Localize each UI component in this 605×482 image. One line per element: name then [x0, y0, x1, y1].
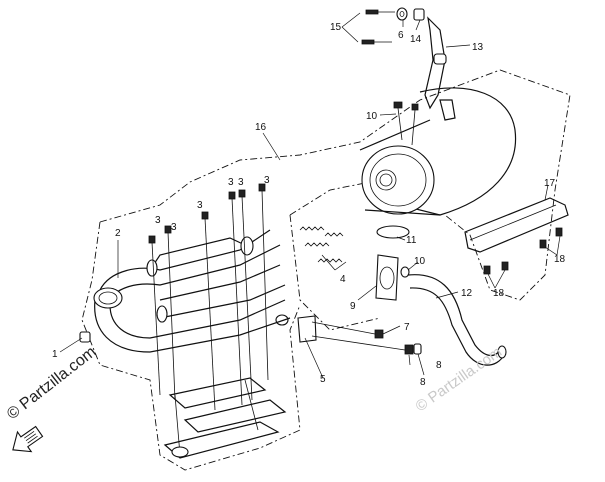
- gasket-5: [297, 315, 317, 343]
- bolt-7: [311, 321, 384, 339]
- callout-13: 13: [472, 42, 484, 53]
- heat-shield-17: [464, 197, 569, 253]
- callout-1: 1: [52, 349, 58, 360]
- callout-6: 6: [398, 30, 404, 41]
- bolt-18-a: [483, 265, 491, 275]
- header-pipes-2: [93, 229, 291, 353]
- callout-3-f: 3: [171, 222, 177, 233]
- bolt-18-d: [555, 227, 563, 237]
- callout-10-side: 10: [414, 256, 426, 267]
- callout-15: 15: [330, 22, 342, 33]
- callout-4: 4: [340, 274, 346, 285]
- callout-17: 17: [544, 178, 556, 189]
- callout-3-e: 3: [155, 215, 161, 226]
- assembly-outline-2: [81, 221, 301, 471]
- nut-5-side: [275, 314, 289, 326]
- callout-5: 5: [320, 374, 326, 385]
- watermark-faint: © Partzilla.com: [413, 343, 506, 415]
- callout-11: 11: [406, 235, 417, 246]
- callout-2: 2: [115, 228, 121, 239]
- callout-7: 7: [404, 322, 410, 333]
- bolt-10-b: [411, 103, 419, 146]
- leader-lines: [59, 12, 561, 379]
- bolt-10-a: [393, 101, 403, 141]
- callout-10-top: 10: [366, 111, 378, 122]
- bolt-18-b: [501, 261, 509, 271]
- studs-3: [148, 183, 269, 411]
- nut-14: [413, 8, 425, 21]
- muffler: [359, 87, 517, 216]
- bolt-15-a: [365, 9, 395, 15]
- washer-6: [396, 7, 408, 21]
- bolt-18-c: [539, 239, 547, 249]
- bolt-8: [311, 335, 414, 355]
- front-arrow-icon: [12, 425, 44, 453]
- nut-8: [413, 343, 422, 355]
- callout-3-b: 3: [238, 177, 244, 188]
- callout-3-d: 3: [197, 200, 203, 211]
- callout-18-b: 18: [493, 288, 505, 299]
- lower-heat-shield: [163, 377, 287, 459]
- callout-16: 16: [255, 122, 267, 133]
- gasket-11: [376, 225, 410, 239]
- callout-3-c: 3: [264, 175, 270, 186]
- nut-1: [79, 331, 91, 343]
- bracket-13: [424, 16, 447, 110]
- flange-9: [375, 254, 399, 301]
- callout-9: 9: [350, 301, 356, 312]
- leader-16: [262, 132, 281, 161]
- callout-3-a: 3: [228, 177, 234, 188]
- tail-pipe-12: [407, 274, 507, 366]
- springs-4: [299, 226, 344, 263]
- callout-18-a: 18: [554, 254, 566, 265]
- clamp-10-c: [400, 266, 410, 278]
- callout-12: 12: [461, 288, 473, 299]
- callout-8-right: 8: [436, 360, 442, 371]
- bolt-15-b: [361, 39, 392, 45]
- callout-8-left: 8: [420, 377, 426, 388]
- callout-14: 14: [410, 34, 422, 45]
